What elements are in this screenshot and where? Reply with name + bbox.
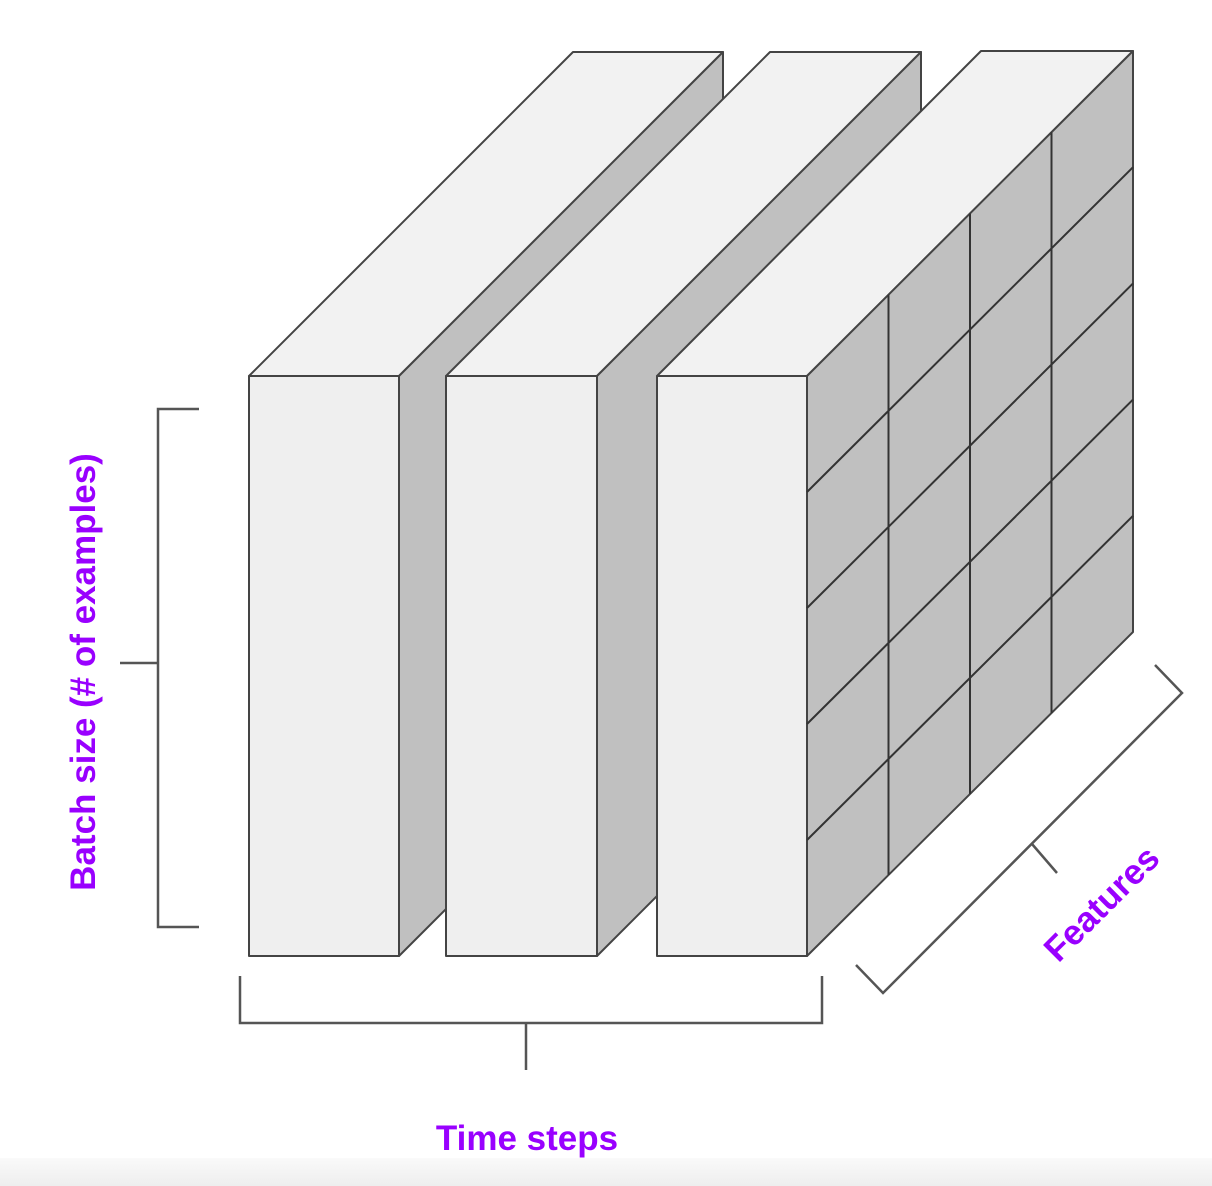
features-label: Features <box>1036 838 1167 969</box>
slab-3-front-face <box>656 375 808 957</box>
slab-1-front-face <box>248 375 400 957</box>
time-steps-bracket <box>238 976 824 1070</box>
footer-bar <box>0 1158 1212 1186</box>
batch-size-bracket <box>120 407 199 929</box>
feature-grid <box>806 132 1134 875</box>
time-step-slab-3 <box>656 50 1134 957</box>
time-steps-label: Time steps <box>436 1119 618 1158</box>
features-bracket <box>855 664 1184 995</box>
slab-2-front-face <box>445 375 598 957</box>
batch-size-label: Batch size (# of examples) <box>64 453 103 891</box>
